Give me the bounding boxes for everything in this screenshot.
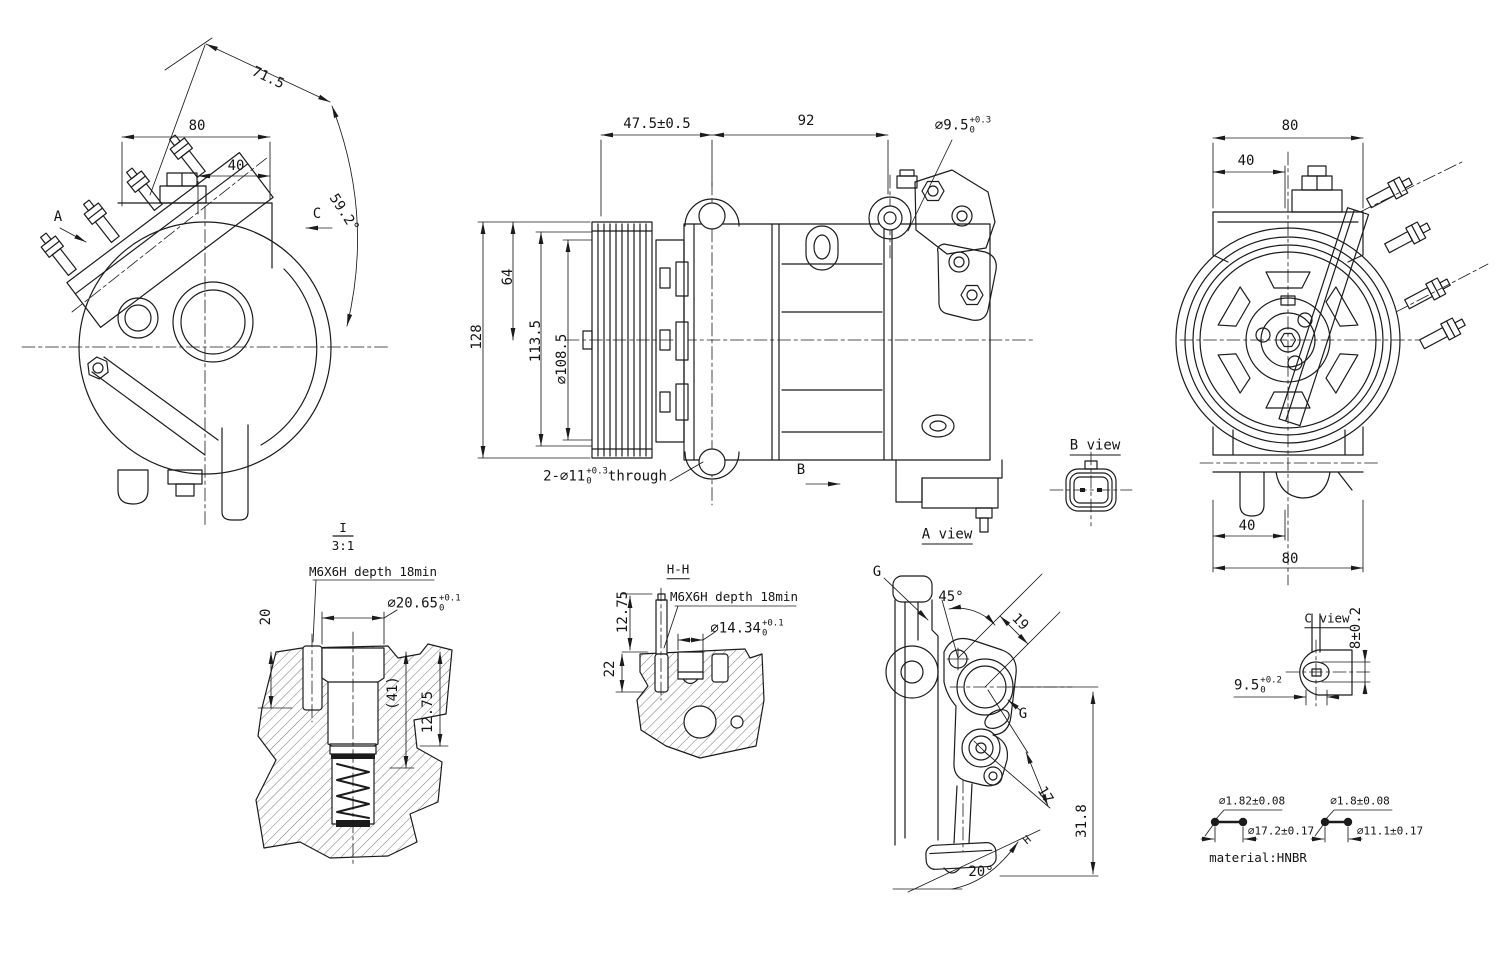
dim-value: ⌀14.34 <box>710 621 761 637</box>
section-g-angle-20: 20° <box>968 864 994 880</box>
tolerance-upper: +0.2 <box>1260 675 1282 686</box>
tolerance-upper: +0.1 <box>761 618 784 629</box>
dim-value: ⌀20.65 <box>387 596 438 612</box>
dim-value: ⌀9.5 <box>934 118 969 134</box>
detail-i-scale: 3:1 <box>331 537 355 553</box>
detail-i-id: I <box>339 519 347 535</box>
oring1-inner-dia: ⌀17.2±0.17 <box>1247 824 1315 838</box>
b-view-drawing <box>1049 451 1133 527</box>
detail-i-dim-41: (41) <box>385 676 401 710</box>
dim-side-dia-108-5: ⌀108.5 <box>554 333 570 385</box>
dim-side-64: 64 <box>500 268 516 286</box>
section-g-drawing <box>883 573 1099 893</box>
oring2-cross-section-dia: ⌀1.8±0.08 <box>1330 794 1390 808</box>
section-hh-id: H-H <box>666 563 690 579</box>
tolerance-upper: +0.3 <box>586 466 608 477</box>
detail-i-drawing <box>255 535 453 865</box>
tolerance-lower: 0 <box>1260 686 1266 696</box>
section-g-label-top: G <box>872 564 882 580</box>
dim-front-bot-80: 80 <box>1281 551 1299 567</box>
dim-side-128: 128 <box>469 324 485 350</box>
view-title-a-view: A view <box>921 526 973 545</box>
view-arrow-label-c: C <box>312 206 322 222</box>
dim-side-47-5: 47.5±0.5 <box>623 116 691 132</box>
tolerance-lower: 0 <box>438 604 445 614</box>
section-hh-thread-note: M6X6H depth 18min <box>670 588 798 604</box>
dim-value: 2-⌀11 <box>543 469 586 485</box>
dim-rear-40: 40 <box>227 158 245 174</box>
section-hh-dim-12-75: 12.75 <box>615 590 631 634</box>
note-suffix: through <box>607 469 667 485</box>
tolerance-lower: 0 <box>586 477 592 487</box>
detail-i-thread-note: M6X6H depth 18min <box>309 563 437 579</box>
dim-side-92: 92 <box>797 113 815 129</box>
detail-i-dim-12-75: 12.75 <box>420 690 436 734</box>
view-arrow-label-a: A <box>53 209 63 225</box>
section-g-dim-31-8: 31.8 <box>1074 804 1090 838</box>
c-view-dim-8: 8±0.2 <box>1348 606 1364 650</box>
side-view-drawing <box>477 132 1036 533</box>
dim-value: 9.5 <box>1234 678 1260 694</box>
oring1-cross-section-dia: ⌀1.82±0.08 <box>1218 794 1286 808</box>
oring-details-drawing <box>1200 809 1393 843</box>
tolerance-upper: +0.1 <box>438 593 461 604</box>
oring-material-note: material:HNBR <box>1209 849 1307 865</box>
rear-view-drawing <box>21 37 389 529</box>
dim-rear-80: 80 <box>188 118 206 134</box>
oring2-inner-dia: ⌀11.1±0.17 <box>1356 824 1424 838</box>
detail-i-dim-20: 20 <box>258 608 274 626</box>
dim-front-top-80: 80 <box>1281 118 1299 134</box>
view-title-b-view: B view <box>1069 437 1121 456</box>
c-view-drawing <box>1233 613 1373 707</box>
tolerance-lower: 0 <box>969 126 975 136</box>
dim-side-113-5: 113.5 <box>528 319 544 363</box>
front-view-drawing <box>1175 135 1489 586</box>
section-g-angle-45: 45° <box>938 589 964 605</box>
section-hh-drawing <box>615 587 797 759</box>
section-g-label-mid: G <box>1018 706 1028 722</box>
dim-front-top-40: 40 <box>1237 153 1255 169</box>
tolerance-upper: +0.3 <box>969 115 992 126</box>
section-hh-dim-22: 22 <box>602 660 618 678</box>
view-title-c-view: C view <box>1304 612 1350 628</box>
dim-front-bot-40: 40 <box>1238 518 1256 534</box>
view-arrow-label-b: B <box>796 462 806 478</box>
tolerance-lower: 0 <box>761 629 768 639</box>
